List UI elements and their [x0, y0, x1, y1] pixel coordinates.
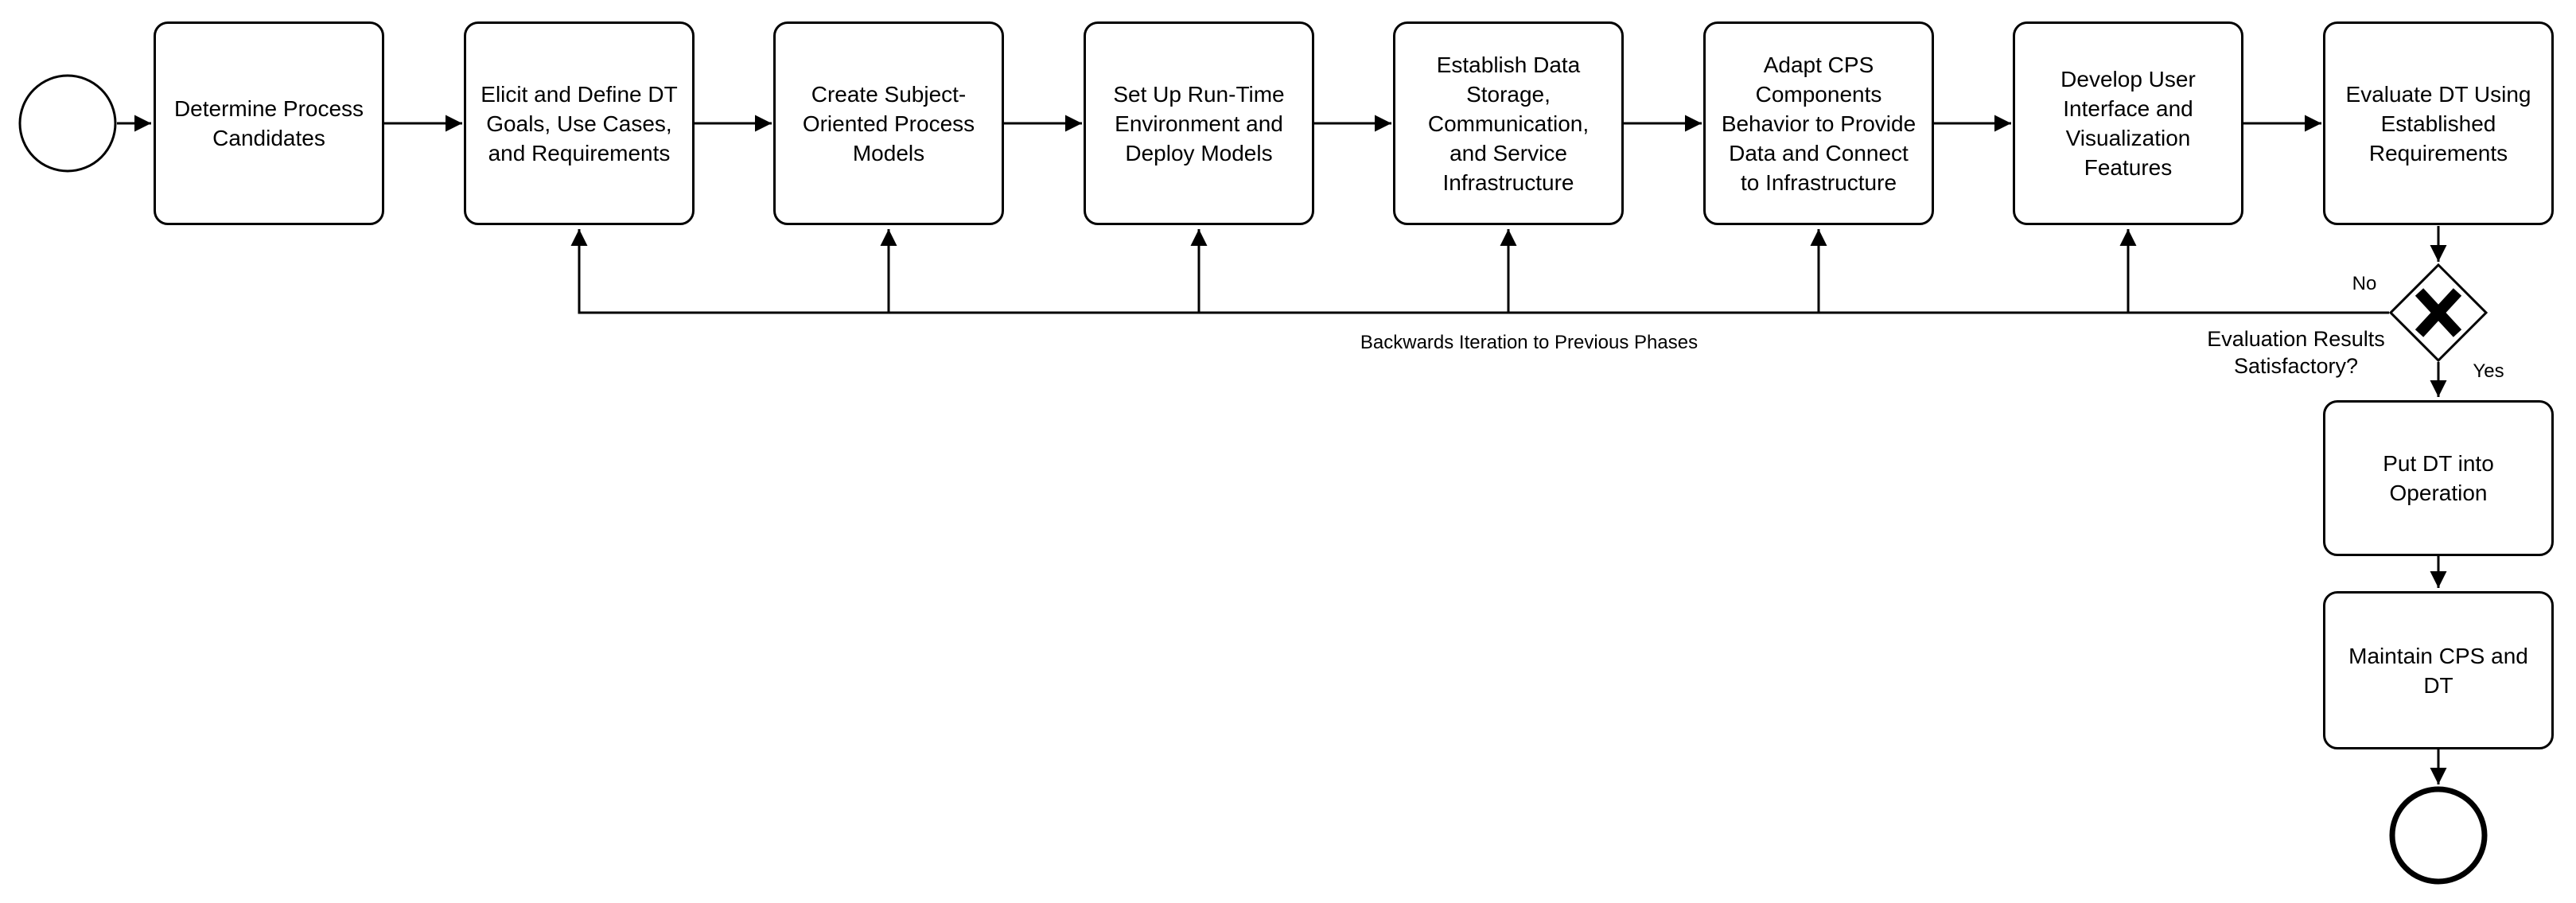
backwards-iteration-label: Backwards Iteration to Previous Phases — [1360, 332, 1699, 353]
task-elicit-define-dt-goals: Elicit and Define DT Goals, Use Cases, a… — [464, 21, 695, 225]
task-establish-infrastructure: Establish Data Storage, Communication, a… — [1393, 21, 1624, 225]
task-setup-runtime-environment: Set Up Run-Time Environment and Deploy M… — [1084, 21, 1314, 225]
flow-no-backwards-iteration — [570, 229, 2389, 314]
task-evaluate-dt: Evaluate DT Using Established Requiremen… — [2323, 21, 2554, 225]
task-adapt-cps-components: Adapt CPS Components Behavior to Provide… — [1703, 21, 1934, 225]
task-create-subject-oriented-models: Create Subject- Oriented Process Models — [773, 21, 1004, 225]
gateway-x-icon — [2415, 288, 2462, 337]
task-put-dt-into-operation: Put DT into Operation — [2323, 400, 2554, 556]
gateway-yes-label: Yes — [2473, 360, 2504, 382]
start-event-circle — [18, 74, 117, 173]
gateway-no-label: No — [2352, 273, 2377, 294]
task-develop-user-interface: Develop User Interface and Visualization… — [2013, 21, 2243, 225]
task-maintain-cps-and-dt: Maintain CPS and DT — [2323, 591, 2554, 749]
gateway-question-label: Evaluation Results Satisfactory? — [2207, 327, 2385, 378]
end-event-circle — [2389, 786, 2488, 885]
task-determine-process-candidates: Determine Process Candidates — [154, 21, 384, 225]
